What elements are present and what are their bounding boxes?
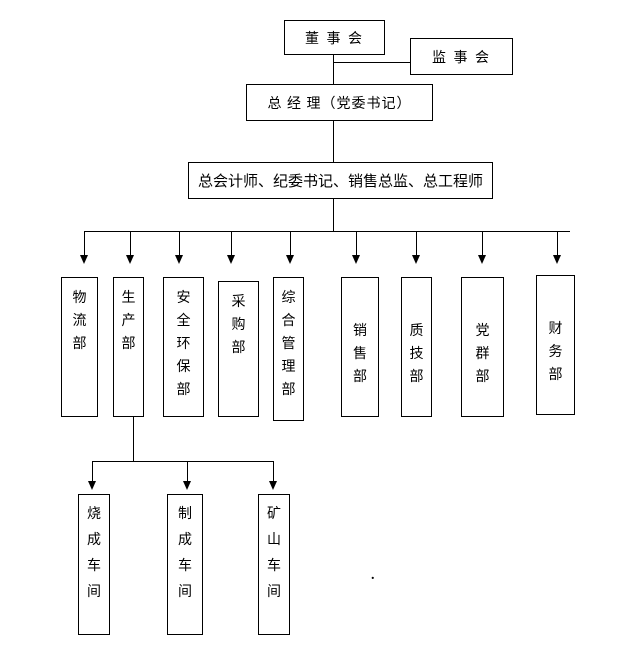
dept-sales-label: 销售部 — [353, 324, 367, 385]
node-senior-staff: 总会计师、纪委书记、销售总监、总工程师 — [188, 162, 493, 199]
down-arrow-icon — [553, 231, 562, 264]
dept-logistics-label: 物流部 — [72, 291, 87, 352]
node-supervisory-label: 监 事 会 — [432, 50, 491, 66]
down-arrow-icon — [88, 461, 97, 491]
workshop-finishing: 制成车间 — [167, 494, 203, 635]
dept-procurement-label: 采购部 — [231, 295, 246, 356]
dept-logistics: 物流部 — [61, 277, 98, 417]
dept-safety-environment-label: 安全环保部 — [176, 291, 191, 398]
node-general-manager-label: 总 经 理（党委书记） — [267, 96, 412, 112]
workshop-sintering: 烧成车间 — [78, 494, 110, 635]
department-distribution-line — [84, 231, 570, 232]
workshop-sintering-label: 烧成车间 — [87, 507, 101, 600]
down-arrow-icon — [183, 461, 192, 491]
down-arrow-icon — [478, 231, 487, 264]
dept-finance-label: 财务部 — [548, 322, 563, 383]
node-board-label: 董 事 会 — [305, 31, 364, 47]
down-arrow-icon — [269, 461, 278, 491]
dept-party-mass-label: 党群部 — [475, 324, 490, 385]
workshop-distribution-line — [92, 461, 273, 462]
node-board-of-directors: 董 事 会 — [284, 20, 385, 55]
dept-party-mass: 党群部 — [461, 277, 504, 417]
down-arrow-icon — [412, 231, 421, 264]
stray-period-mark: . — [371, 568, 375, 583]
connector-board-to-gm — [333, 55, 334, 84]
node-senior-staff-label: 总会计师、纪委书记、销售总监、总工程师 — [197, 174, 483, 190]
workshop-finishing-label: 制成车间 — [178, 507, 192, 600]
dept-procurement: 采购部 — [218, 281, 259, 417]
dept-sales: 销售部 — [341, 277, 379, 417]
dept-safety-environment: 安全环保部 — [163, 277, 204, 417]
dept-general-management-label: 综合管理部 — [281, 291, 296, 398]
down-arrow-icon — [175, 231, 184, 264]
down-arrow-icon — [80, 231, 89, 264]
workshop-mining: 矿山车间 — [258, 494, 290, 635]
down-arrow-icon — [126, 231, 135, 264]
dept-quality-technology: 质技部 — [401, 277, 432, 417]
dept-production: 生产部 — [113, 277, 144, 417]
node-supervisory-board: 监 事 会 — [410, 38, 513, 75]
workshop-mining-label: 矿山车间 — [267, 507, 281, 600]
dept-production-label: 生产部 — [121, 291, 136, 352]
node-general-manager: 总 经 理（党委书记） — [246, 84, 433, 121]
dept-finance: 财务部 — [536, 275, 575, 415]
connector-production-drop — [133, 417, 134, 462]
down-arrow-icon — [352, 231, 361, 264]
down-arrow-icon — [227, 231, 236, 264]
connector-gm-to-staff — [333, 121, 334, 162]
connector-branch-to-supervisory — [333, 62, 410, 63]
down-arrow-icon — [286, 231, 295, 264]
dept-general-management: 综合管理部 — [273, 277, 304, 421]
connector-staff-drop — [333, 199, 334, 231]
dept-quality-technology-label: 质技部 — [409, 324, 424, 385]
